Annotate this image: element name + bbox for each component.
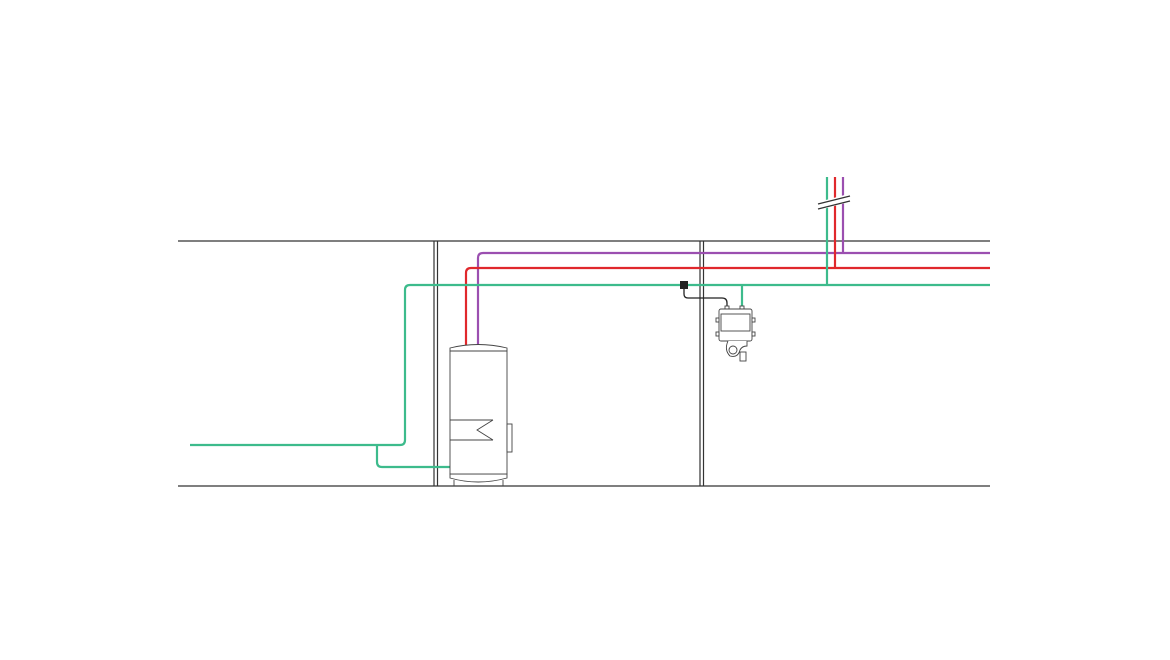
- cold-water-pipe: [190, 177, 990, 469]
- wall-left: [433, 241, 439, 486]
- control-sensor: [680, 281, 728, 309]
- hot-water-pipe: [464, 177, 990, 345]
- circulation-pump-unit: [715, 305, 756, 362]
- pipe-break-mark: [815, 193, 853, 211]
- storage-water-heater: [449, 344, 513, 486]
- circulation-pipe: [476, 177, 990, 345]
- wall-right: [699, 241, 705, 486]
- thermostat-box: [506, 423, 513, 453]
- heating-element-icon: [450, 419, 494, 441]
